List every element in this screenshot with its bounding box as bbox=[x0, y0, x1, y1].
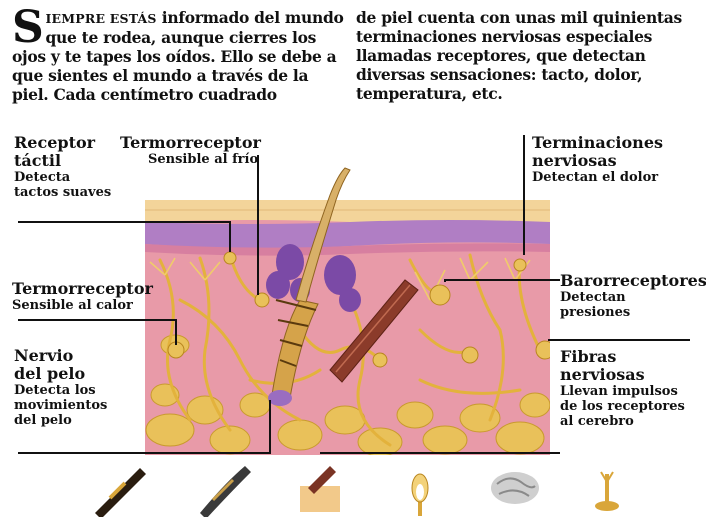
nervio-pelo-title: Nervio bbox=[14, 347, 107, 365]
label-fibras: Fibras nerviosas Llevan impulsos de los … bbox=[560, 348, 685, 429]
barorreceptores-desc: Detectan bbox=[560, 290, 706, 305]
barorreceptores-title: Barorreceptores bbox=[560, 272, 706, 290]
receptor-tactil-title-2: táctil bbox=[14, 152, 111, 170]
terminaciones-desc: Detectan el dolor bbox=[532, 170, 663, 185]
receptor-tactil-title: Receptor bbox=[14, 134, 111, 152]
muscle-icon bbox=[300, 466, 340, 512]
free-ending-icon bbox=[595, 472, 619, 511]
fibras-title-2: nerviosas bbox=[560, 366, 685, 384]
hair-receptor-icon bbox=[95, 468, 146, 517]
terminaciones-title: Terminaciones bbox=[532, 134, 663, 152]
termo-calor-title: Termorreceptor bbox=[12, 280, 153, 298]
label-barorreceptores: Barorreceptores Detectan presiones bbox=[560, 272, 706, 320]
termo-frio-title: Termorreceptor bbox=[120, 134, 261, 152]
hair-receptor-icon bbox=[200, 466, 251, 517]
label-termo-calor: Termorreceptor Sensible al calor bbox=[12, 280, 153, 313]
label-nervio-pelo: Nervio del pelo Detecta los movimientos … bbox=[14, 347, 107, 428]
termo-calor-desc: Sensible al calor bbox=[12, 298, 153, 313]
fibras-desc-2: de los receptores bbox=[560, 399, 685, 414]
receptor-tactil-desc-2: tactos suaves bbox=[14, 185, 111, 200]
label-receptor-tactil: Receptor táctil Detecta tactos suaves bbox=[14, 134, 111, 200]
corpuscle-icon bbox=[491, 472, 539, 504]
nervio-pelo-desc-2: movimientos bbox=[14, 398, 107, 413]
barorreceptores-desc-2: presiones bbox=[560, 305, 706, 320]
label-termo-frio: Termorreceptor Sensible al frío bbox=[120, 134, 261, 167]
fibras-desc: Llevan impulsos bbox=[560, 384, 685, 399]
fibras-desc-3: al cerebro bbox=[560, 414, 685, 429]
end-bulb-icon bbox=[412, 474, 428, 516]
receptor-tactil-desc: Detecta bbox=[14, 170, 111, 185]
fibras-title: Fibras bbox=[560, 348, 685, 366]
nervio-pelo-title-2: del pelo bbox=[14, 365, 107, 383]
nervio-pelo-desc-3: del pelo bbox=[14, 413, 107, 428]
nervio-pelo-desc: Detecta los bbox=[14, 383, 107, 398]
termo-frio-desc: Sensible al frío bbox=[120, 152, 261, 167]
receptor-thumbnails bbox=[0, 460, 706, 517]
label-terminaciones: Terminaciones nerviosas Detectan el dolo… bbox=[532, 134, 663, 185]
terminaciones-title-2: nerviosas bbox=[532, 152, 663, 170]
